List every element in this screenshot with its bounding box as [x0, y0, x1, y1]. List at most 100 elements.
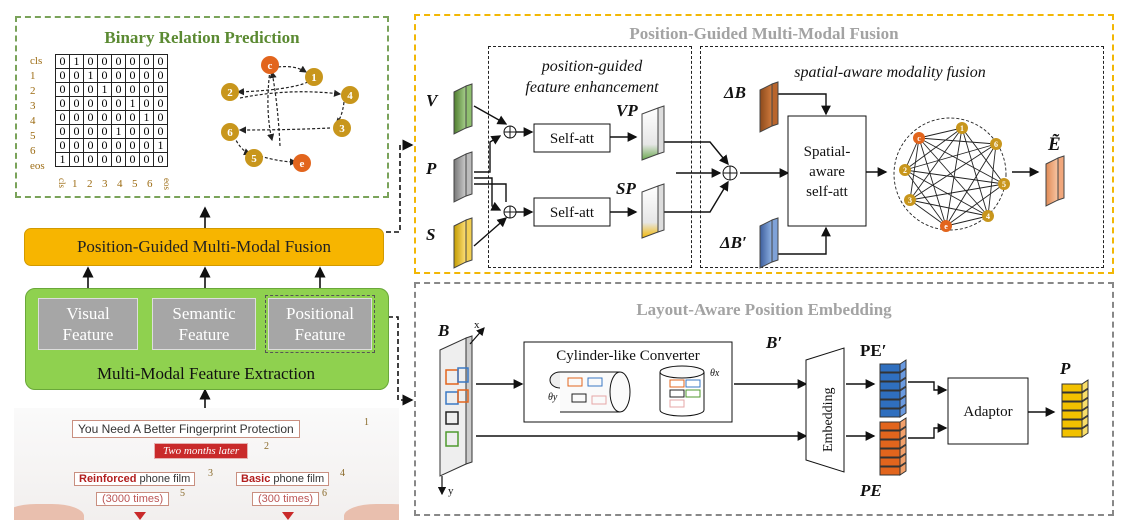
pe-prime-vector-side: [899, 404, 907, 418]
dense-node-4: 4: [982, 210, 994, 222]
theta-x-label: θx: [710, 368, 720, 379]
svg-text:c: c: [268, 60, 273, 72]
graph-node-2: 2: [221, 83, 239, 101]
p-vector: [1061, 392, 1083, 402]
visual-feature-box[interactable]: Visual Feature: [38, 298, 138, 350]
brp-title: Binary Relation Prediction: [104, 28, 300, 47]
pe-vector: [879, 421, 901, 431]
label-delta-b: ΔB: [723, 83, 746, 102]
block-p: [453, 151, 473, 203]
matrix-row-label: 6: [30, 145, 36, 157]
example-hand-left: [14, 504, 84, 520]
pgmf-sub-right-box: [700, 46, 1104, 268]
p-vector-side: [1081, 397, 1089, 411]
svg-text:5: 5: [251, 153, 257, 165]
spatial-line-1: Spatial-: [804, 144, 851, 160]
pe-prime-vector-side: [899, 395, 907, 409]
spatial-selfatt-box[interactable]: Spatial- aware self-att: [787, 115, 867, 227]
svg-text:3: 3: [339, 123, 345, 135]
pe-prime-vector-side: [899, 377, 907, 391]
brp-panel: [15, 16, 389, 198]
example-marker-right: [282, 512, 294, 520]
pe-prime-vector: [879, 408, 901, 418]
matrix-col-label: eos: [162, 178, 172, 190]
svg-text:5: 5: [1002, 180, 1006, 189]
label-p: P: [425, 159, 437, 178]
example-right-num: 4: [340, 468, 345, 479]
block-s: [453, 217, 473, 269]
graph-node-cls: c: [261, 56, 279, 74]
p-vector-side: [1081, 388, 1089, 402]
matrix-row-label: 1: [30, 70, 36, 82]
svg-text:c: c: [917, 134, 921, 143]
pgmf-panel: [414, 14, 1114, 274]
p-vector: [1061, 410, 1083, 420]
pe-vector-side: [899, 417, 907, 431]
label-pe-prime: PE′: [860, 341, 887, 360]
example-left-times: (3000 times): [96, 492, 170, 506]
dense-node-1: 1: [956, 122, 968, 134]
dense-node-2: 2: [899, 164, 911, 176]
block-e-tilde: [1045, 155, 1065, 207]
matrix-row-label: eos: [30, 160, 45, 172]
block-vp: [641, 105, 665, 161]
dense-node-e: e: [940, 220, 952, 232]
selfatt-box-bottom[interactable]: Self-att: [533, 197, 611, 227]
matrix-col-label: 3: [102, 178, 108, 190]
graph-node-4: 4: [341, 86, 359, 104]
embedding-block[interactable]: Embedding: [805, 347, 845, 473]
example-left-num: 3: [208, 468, 213, 479]
pe-vector: [879, 430, 901, 440]
pe-prime-vector: [879, 390, 901, 400]
label-e-tilde: Ẽ: [1047, 134, 1061, 155]
p-vector-side: [1081, 379, 1089, 393]
svg-text:Cylinder-like Converter: Cylinder-like Converter: [556, 348, 699, 364]
fusion-bar[interactable]: Position-Guided Multi-Modal Fusion: [24, 228, 384, 266]
pe-vector-side: [899, 435, 907, 449]
matrix-row-label: 3: [30, 100, 36, 112]
spatial-line-2: aware: [809, 164, 845, 180]
label-v: V: [426, 91, 439, 110]
svg-text:1: 1: [311, 72, 317, 84]
positional-feature-box[interactable]: Positional Feature: [265, 295, 375, 353]
example-right-times-num: 6: [322, 488, 327, 499]
svg-text:6: 6: [227, 127, 233, 139]
label-b2: B′: [765, 333, 782, 352]
pe-vector: [879, 466, 901, 476]
matrix-col-label: 4: [117, 178, 123, 190]
adaptor-box[interactable]: Adaptor: [947, 377, 1029, 445]
matrix-row-label: 5: [30, 130, 36, 142]
p-stack: [1061, 379, 1089, 438]
pgmf-diagram: V P S Self-att Self-att VP SP ΔB ΔB′: [425, 81, 1065, 269]
graph-node-5: 5: [245, 149, 263, 167]
pe-prime-vector-side: [899, 359, 907, 373]
example-hand-right: [344, 504, 399, 520]
label-vp: VP: [616, 101, 638, 120]
positional-feature-label: Positional Feature: [285, 304, 354, 344]
matrix-row-label: 2: [30, 85, 36, 97]
pgmf-sub-left-label: position-guided feature enhancement: [525, 58, 659, 96]
svg-text:2: 2: [227, 87, 233, 99]
pe-vector: [879, 457, 901, 467]
svg-text:Self-att: Self-att: [550, 205, 595, 221]
semantic-feature-box[interactable]: Semantic Feature: [152, 298, 256, 350]
dense-node-c: c: [913, 132, 925, 144]
pe-vector: [879, 439, 901, 449]
pe-prime-vector: [879, 372, 901, 382]
pe-prime-vector: [879, 399, 901, 409]
label-pe: PE: [859, 481, 882, 500]
matrix-col-label: 2: [87, 178, 93, 190]
pe-prime-vector-side: [899, 368, 907, 382]
label-sp: SP: [616, 179, 636, 198]
theta-y-label: θy: [548, 392, 558, 403]
cylinder-converter[interactable]: Cylinder-like Converter θy θx: [523, 341, 733, 423]
svg-text:Embedding: Embedding: [821, 387, 836, 452]
matrix-col-label: 1: [72, 178, 78, 190]
pgmf-sub-right-label: spatial-aware modality fusion: [794, 64, 986, 81]
relation-graph: c 1 2 4 3 6 5 e: [221, 56, 359, 172]
selfatt-box-top[interactable]: Self-att: [533, 123, 611, 153]
label-s: S: [426, 225, 435, 244]
